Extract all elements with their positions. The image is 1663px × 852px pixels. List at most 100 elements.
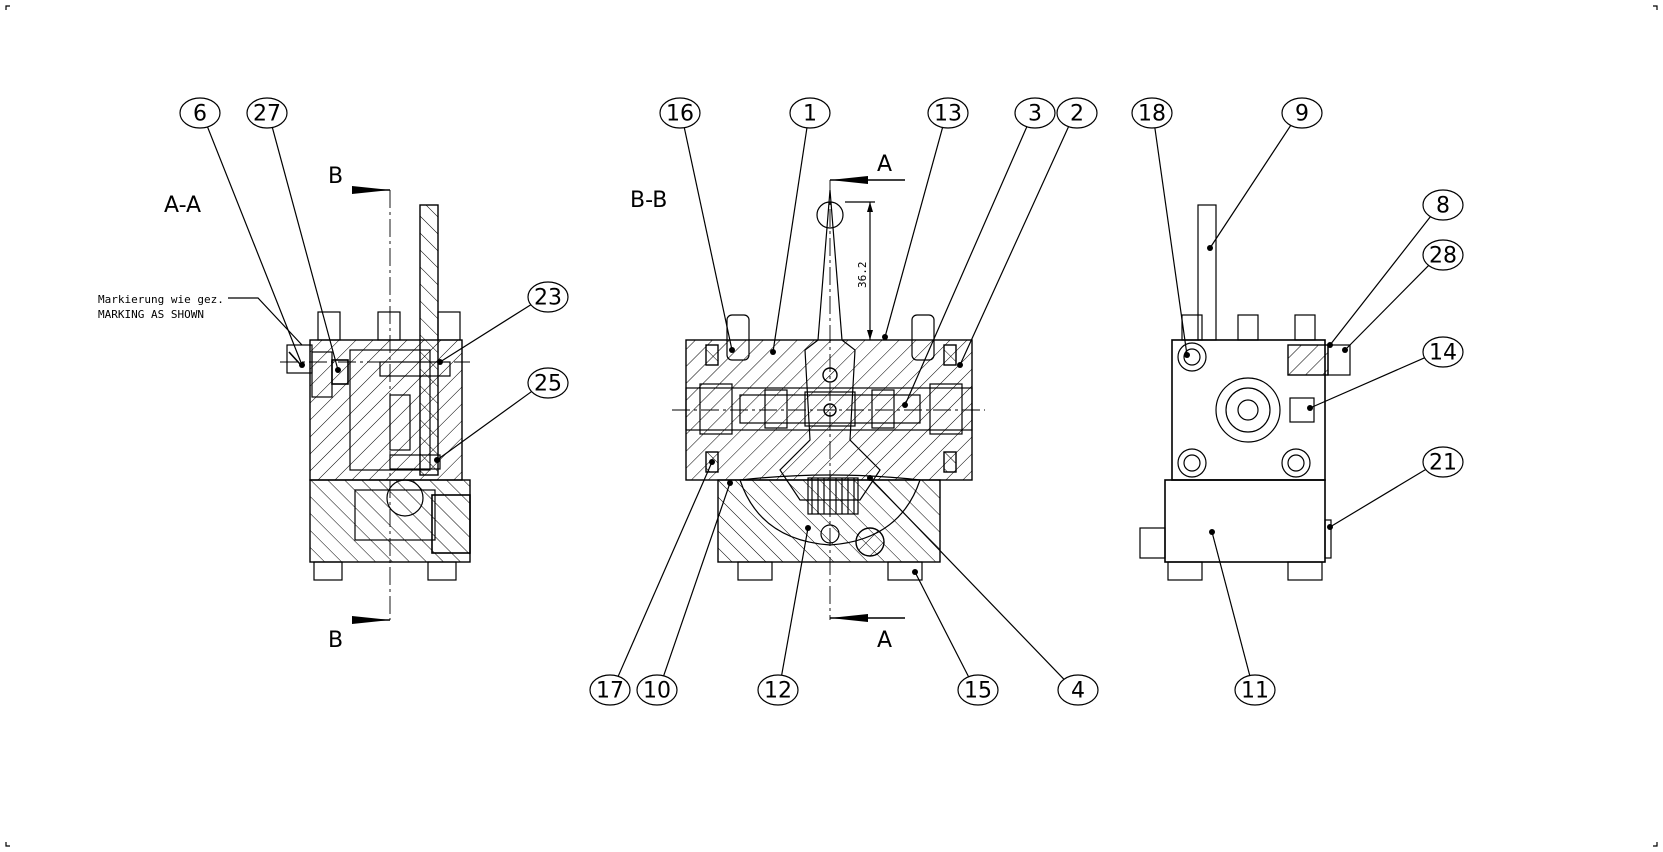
balloon-number: 16 [666, 102, 694, 127]
leader-line [781, 527, 809, 676]
balloon-number: 8 [1436, 194, 1450, 219]
balloon-3: 3 [902, 97, 1056, 408]
marking-note-en: MARKING AS SHOWN [98, 308, 204, 321]
leader-dot [957, 362, 963, 368]
leader-dot [434, 457, 440, 463]
balloon-outline [1056, 97, 1098, 129]
balloon-outline [659, 97, 701, 129]
balloon-number: 18 [1138, 102, 1166, 127]
section-view-a-a [280, 186, 471, 624]
balloon-number: 4 [1071, 679, 1085, 704]
balloon-21: 21 [1327, 446, 1464, 530]
marking-note-de: Markierung wie gez. [98, 293, 224, 306]
balloon-outline [1422, 239, 1464, 271]
leader-line [1154, 127, 1188, 356]
balloon-number: 14 [1429, 341, 1457, 366]
leader-dot [805, 525, 811, 531]
balloon-outline [957, 674, 999, 706]
side-view [1139, 204, 1351, 581]
balloon-number: 6 [193, 102, 207, 127]
balloon-outline [789, 97, 831, 129]
balloon-number: 25 [534, 372, 562, 397]
cut-label-a-bottom: A [877, 628, 892, 653]
leader-dot [902, 402, 908, 408]
leader-dot [867, 475, 873, 481]
balloon-23: 23 [437, 281, 569, 365]
spring [807, 477, 859, 515]
balloon-number: 1 [803, 102, 817, 127]
leader-line [904, 126, 1028, 406]
leader-dot [1327, 342, 1333, 348]
balloon-number: 28 [1429, 244, 1457, 269]
leader-line [683, 127, 733, 351]
leader-dot [437, 359, 443, 365]
dimension-text: 36.2 [856, 262, 869, 289]
balloon-number: 3 [1028, 102, 1042, 127]
leader-dot [335, 367, 341, 373]
balloon-4: 4 [867, 475, 1099, 706]
balloon-number: 2 [1070, 102, 1084, 127]
leader-line [959, 126, 1070, 366]
leader-dot [912, 569, 918, 575]
leader-line [914, 571, 970, 678]
balloon-outline [1422, 189, 1464, 221]
leader-dot [729, 347, 735, 353]
balloon-outline [1057, 674, 1099, 706]
balloon-11: 11 [1209, 529, 1276, 706]
balloon-number: 23 [534, 286, 562, 311]
balloon-10: 10 [636, 480, 733, 706]
balloon-12: 12 [757, 525, 811, 706]
leader-dot [1209, 529, 1215, 535]
leader-line [884, 127, 944, 338]
balloon-number: 12 [764, 679, 792, 704]
balloon-8: 8 [1327, 189, 1464, 348]
balloon-outline [527, 367, 569, 399]
cut-label-a-top: A [877, 152, 892, 177]
balloon-6: 6 [179, 97, 305, 368]
balloon-16: 16 [659, 97, 735, 353]
leader-line [439, 304, 532, 363]
balloon-outline [1131, 97, 1173, 129]
balloon-outline [1281, 97, 1323, 129]
leader-line [1211, 531, 1251, 676]
cut-label-b-bottom: B [328, 628, 343, 653]
cut-label-b-top: B [328, 164, 343, 189]
balloon-17: 17 [589, 459, 715, 706]
section-label-a-a: A-A [164, 193, 201, 218]
balloon-outline [246, 97, 288, 129]
leader-line [1209, 125, 1292, 249]
leader-dot [1184, 352, 1190, 358]
section-label-b-b: B-B [630, 188, 667, 213]
balloon-1: 1 [770, 97, 831, 355]
balloon-2: 2 [957, 97, 1098, 368]
leader-line [436, 391, 532, 461]
leader-dot [770, 349, 776, 355]
leader-line [1344, 265, 1430, 351]
leader-line [1329, 216, 1431, 346]
balloon-14: 14 [1307, 336, 1464, 411]
balloon-28: 28 [1342, 239, 1464, 353]
leader-dot [882, 334, 888, 340]
balloon-outline [527, 281, 569, 313]
balloon-outline [1422, 336, 1464, 368]
leader-line [617, 461, 713, 677]
section-view-b-b: 36.2 [672, 176, 985, 622]
balloon-number: 27 [253, 102, 281, 127]
balloon-13: 13 [882, 97, 969, 340]
leader-line [869, 477, 1065, 680]
balloon-number: 17 [596, 679, 624, 704]
balloon-outline [1234, 674, 1276, 706]
leader-line [772, 127, 808, 353]
leader-line [206, 126, 303, 366]
balloon-outline [1422, 446, 1464, 478]
balloon-25: 25 [434, 367, 569, 463]
leader-dot [1342, 347, 1348, 353]
balloon-outline [179, 97, 221, 129]
balloon-number: 13 [934, 102, 962, 127]
leader-dot [1207, 245, 1213, 251]
balloon-27: 27 [246, 97, 341, 373]
balloon-outline [636, 674, 678, 706]
balloon-number: 9 [1295, 102, 1309, 127]
